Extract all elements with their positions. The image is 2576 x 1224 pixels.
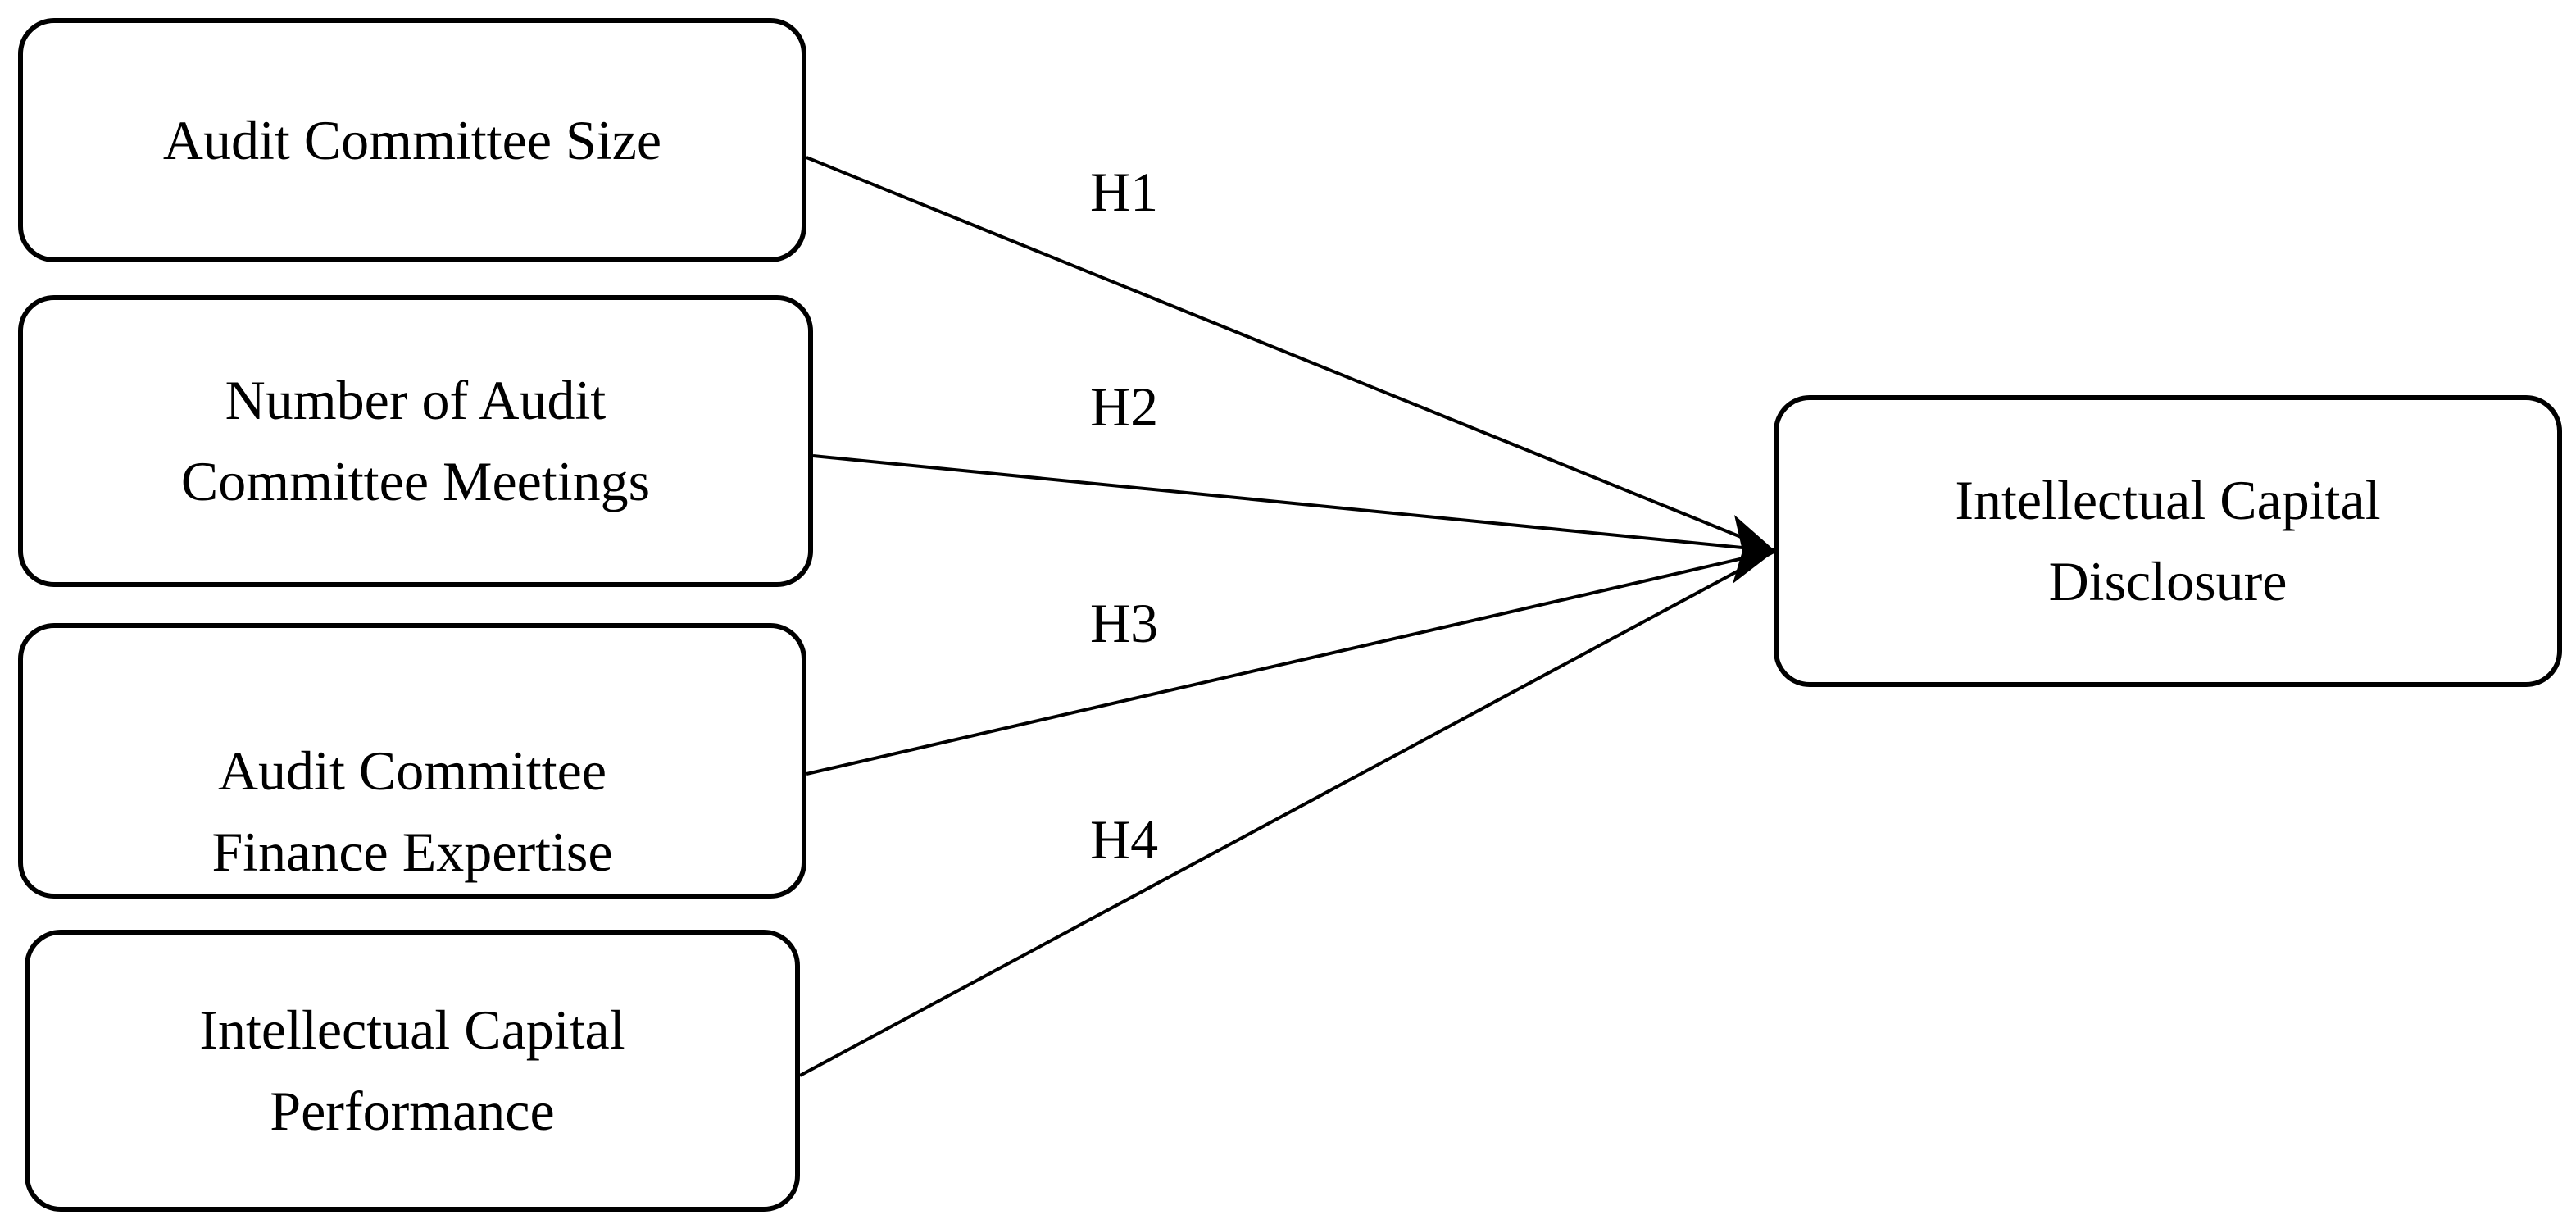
label-line: Audit Committee Size [162, 108, 662, 171]
hypothesis-label-h2: H2 [1090, 375, 1159, 438]
arrow-h4 [799, 549, 1776, 1077]
audit-committee-size-label: Audit Committee Size [163, 100, 661, 181]
label-line: Committee Meetings [180, 450, 651, 512]
intellectual-capital-performance-label: Intellectual Capital Performance [199, 990, 625, 1151]
label-line: Intellectual Capital [1955, 469, 2381, 532]
hypothesis-label-h3: H3 [1090, 592, 1159, 654]
audit-committee-finance-expertise-box: Audit Committee Finance Expertise [18, 623, 806, 899]
audit-committee-meetings-label: Number of Audit Committee Meetings [181, 360, 650, 521]
label-line: Intellectual Capital [199, 999, 625, 1062]
audit-committee-size-box: Audit Committee Size [18, 18, 806, 262]
intellectual-capital-performance-box: Intellectual Capital Performance [25, 930, 800, 1212]
intellectual-capital-disclosure-label: Intellectual Capital Disclosure [1955, 460, 2380, 621]
intellectual-capital-disclosure-box: Intellectual Capital Disclosure [1774, 395, 2562, 687]
label-line: Audit Committee [217, 739, 607, 803]
label-line: Finance Expertise [211, 821, 613, 883]
label-line: Number of Audit [225, 369, 607, 432]
label-line: Disclosure [2048, 550, 2288, 612]
hypothesis-label-h4: H4 [1090, 808, 1159, 871]
audit-committee-finance-expertise-label: Audit Committee Finance Expertise [211, 730, 612, 892]
audit-committee-meetings-box: Number of Audit Committee Meetings [18, 295, 813, 587]
label-line: Performance [270, 1080, 555, 1142]
arrow-h1 [806, 156, 1776, 553]
arrow-h2 [812, 454, 1776, 553]
arrow-h3 [806, 549, 1776, 776]
arrowhead-icd [1733, 515, 1775, 584]
hypothesis-label-h1: H1 [1090, 161, 1159, 223]
